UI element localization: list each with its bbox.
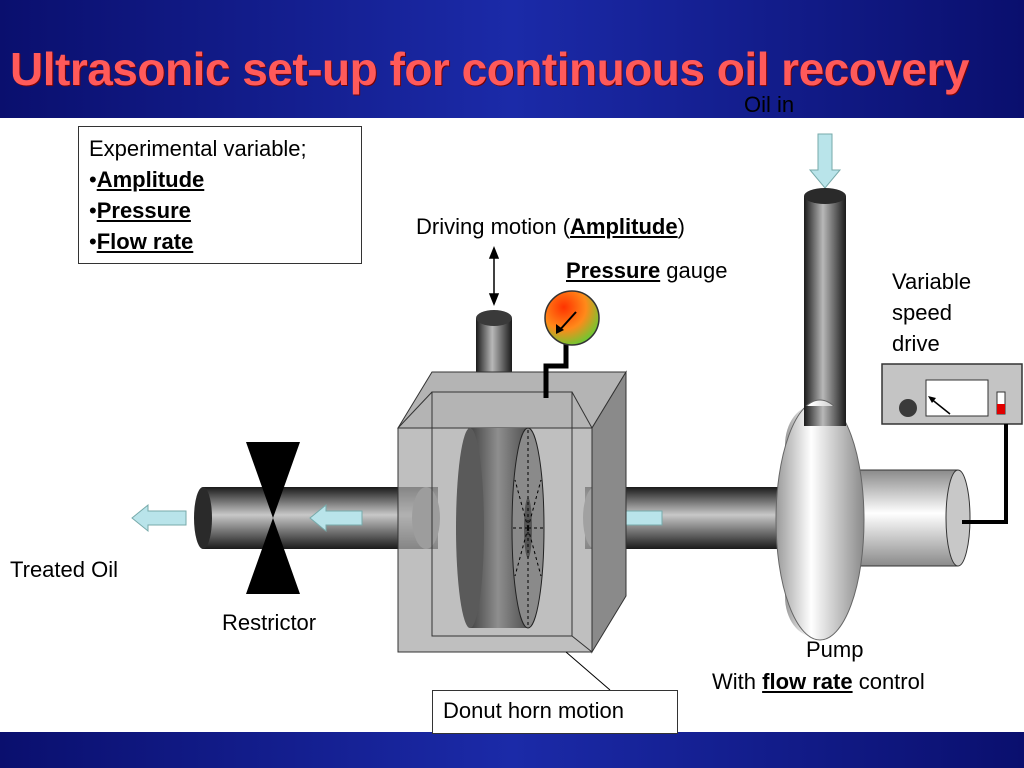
variable-item: •Amplitude xyxy=(89,167,205,192)
drive-cable xyxy=(962,424,1008,524)
donut-leader-line xyxy=(565,651,611,691)
oil-inlet-pipe xyxy=(804,188,846,428)
pump-motor xyxy=(858,469,971,567)
donut-horn xyxy=(456,427,545,629)
oil-in-arrow-icon xyxy=(808,133,842,189)
outflow-arrow-icon xyxy=(131,503,187,533)
variable-item: •Pressure xyxy=(89,198,191,223)
oil-in-label: Oil in xyxy=(744,92,795,117)
variable-speed-drive xyxy=(881,363,1023,425)
restrictor-valve-icon xyxy=(246,442,300,594)
driving-motion-arrow-icon xyxy=(488,245,500,307)
donut-horn-motion-label: Donut horn motion xyxy=(443,698,624,723)
experimental-variables-box: Experimental variable; •Amplitude •Press… xyxy=(78,126,362,264)
treated-oil-label: Treated Oil xyxy=(10,557,119,582)
variables-heading: Experimental variable; xyxy=(89,136,307,161)
pump-body xyxy=(775,399,865,641)
pressure-gauge-icon xyxy=(543,290,600,398)
footer-band xyxy=(0,732,1024,768)
donut-horn-motion-box xyxy=(432,690,678,734)
header-band xyxy=(0,0,1024,118)
variable-item: •Flow rate xyxy=(89,229,194,254)
driving-motion-label: Driving motion (Amplitude) xyxy=(416,214,685,239)
flow-arrow-icon xyxy=(309,503,363,533)
variable-speed-drive-label: Variable speed drive xyxy=(892,269,972,356)
pump-label: Pump xyxy=(806,637,864,662)
restrictor-label: Restrictor xyxy=(222,610,317,635)
pressure-gauge-label: Pressure gauge xyxy=(566,258,728,283)
flow-rate-control-label: With flow rate control xyxy=(712,669,925,694)
slide-title: Ultrasonic set-up for continuous oil rec… xyxy=(10,43,970,95)
